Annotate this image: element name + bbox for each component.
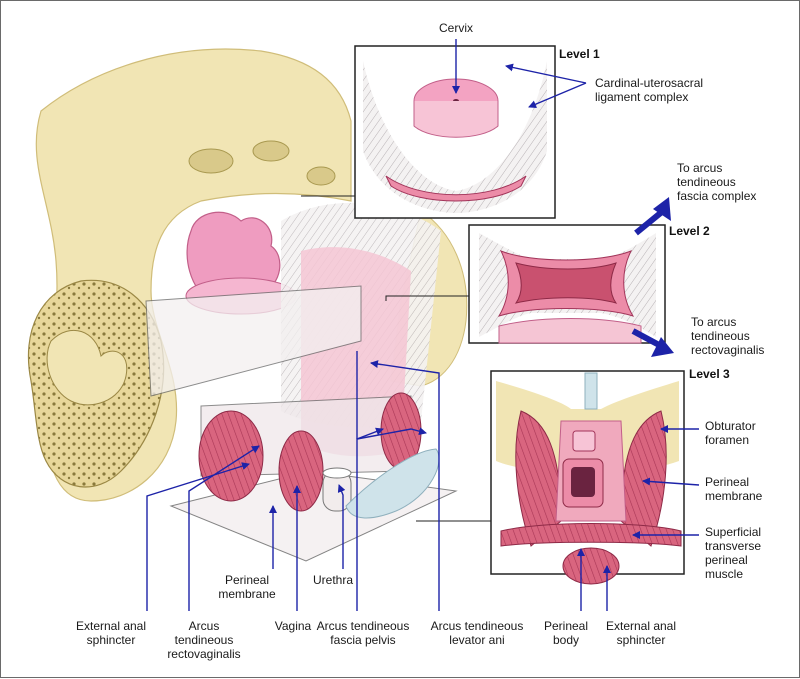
to-arcus-rectovaginalis-label: To arcus tendineous rectovaginalis (691, 315, 765, 357)
cervix-label: Cervix (438, 21, 474, 35)
external-anal-sphincter-left-label: External anal sphincter (75, 619, 147, 647)
urethra-label: Urethra (312, 573, 354, 587)
plane-level1 (145, 285, 362, 397)
pelvic-bone (27, 48, 468, 502)
to-arcus-fascia-complex-label: To arcus tendineous fascia complex (677, 161, 757, 203)
vagina-label: Vagina (274, 619, 312, 633)
arcus-tendineous-fascia-pelvis-label: Arcus tendineous fascia pelvis (316, 619, 410, 647)
level2-direction-arrows (631, 197, 674, 357)
perineal-membrane-right-label: Perineal membrane (705, 475, 763, 503)
cardinal-uterosacral-label: Cardinal-uterosacral ligament complex (595, 76, 704, 104)
arcus-tendineous-levator-ani-label: Arcus tendineous levator ani (430, 619, 524, 647)
pointer-lines (146, 39, 700, 611)
perineal-membrane-left-label: Perineal membrane (218, 573, 276, 601)
inset-level1 (354, 45, 556, 219)
connector-lines (301, 195, 491, 522)
level1-heading: Level 1 (559, 47, 600, 61)
inset-level2 (468, 224, 666, 344)
external-anal-sphincter-right-label: External anal sphincter (605, 619, 677, 647)
inset-level3 (490, 370, 685, 585)
lower-muscles (198, 392, 440, 519)
level3-heading: Level 3 (689, 367, 730, 381)
perineal-body-label: Perineal body (543, 619, 589, 647)
superficial-transverse-perineal-label: Superficial transverse perineal muscle (705, 525, 762, 581)
arcus-tendineous-rectovaginalis-label: Arcus tendineous rectovaginalis (167, 619, 241, 661)
obturator-foramen-label: Obturator foramen (705, 419, 756, 447)
level2-heading: Level 2 (669, 224, 710, 238)
